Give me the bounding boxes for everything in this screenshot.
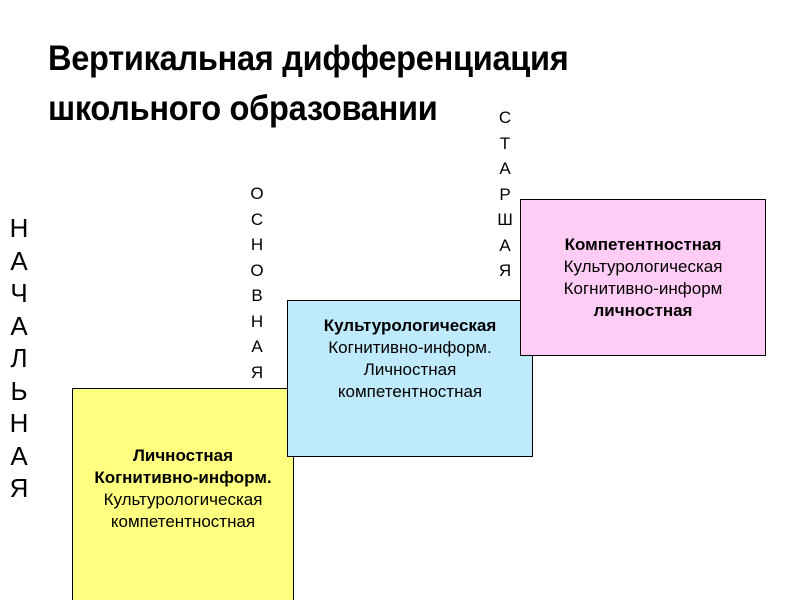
primary-level-box: Личностная Когнитивно-информ. Культуроло… (72, 388, 294, 600)
box-line: Когнитивно-информ (563, 278, 723, 298)
letter: Ш (497, 210, 513, 229)
box-line: Личностная (132, 446, 234, 465)
letter: Н (9, 408, 29, 438)
letter: С (498, 108, 512, 127)
letter: О (250, 184, 264, 203)
box-line: Культурологическая (563, 256, 723, 276)
letter: А (251, 337, 263, 356)
letter: О (250, 260, 264, 280)
box-line: Когнитивно-информ. (328, 338, 492, 357)
title-line-2: школьного образовании (48, 89, 438, 128)
level-label-senior: С Т А Р Ш А Я (492, 105, 518, 284)
box-line: личностная (593, 300, 693, 320)
letter: Л (10, 343, 28, 373)
letter: А (10, 245, 28, 276)
letter: Ч (10, 278, 28, 308)
box-line: Личностная (363, 360, 457, 379)
box-line: компетентностная (110, 512, 256, 531)
title-line-1: Вертикальная дифференциация (48, 39, 569, 78)
level-label-basic: О С Н О В Н А Я (244, 181, 270, 385)
box-line: Компетентностная (564, 234, 722, 254)
box-line: Культурологическая (103, 490, 263, 509)
slide-title: Вертикальная дифференциация школьного об… (48, 34, 718, 134)
box-line: Когнитивно-информ. (94, 468, 272, 487)
box-line: Культурологическая (323, 316, 497, 335)
basic-level-box: Культурологическая Когнитивно-информ. Ли… (287, 300, 533, 457)
letter: Н (250, 311, 264, 331)
letter: Я (9, 473, 29, 503)
level-label-primary: Н А Ч А Л Ь Н А Я (0, 212, 38, 505)
letter: А (499, 159, 511, 178)
letter: Т (499, 133, 511, 153)
letter: А (10, 310, 28, 341)
letter: С (250, 209, 264, 229)
letter: Ь (10, 375, 28, 406)
box-line: компетентностная (337, 382, 483, 401)
letter: А (10, 440, 28, 471)
senior-level-box: Компетентностная Культурологическая Когн… (520, 199, 766, 356)
letter: Я (250, 362, 264, 382)
letter: Я (498, 261, 512, 280)
letter: Н (9, 213, 29, 243)
letter: А (499, 235, 511, 255)
letter: В (251, 286, 263, 305)
letter: Н (250, 235, 264, 254)
letter: Р (499, 184, 511, 204)
